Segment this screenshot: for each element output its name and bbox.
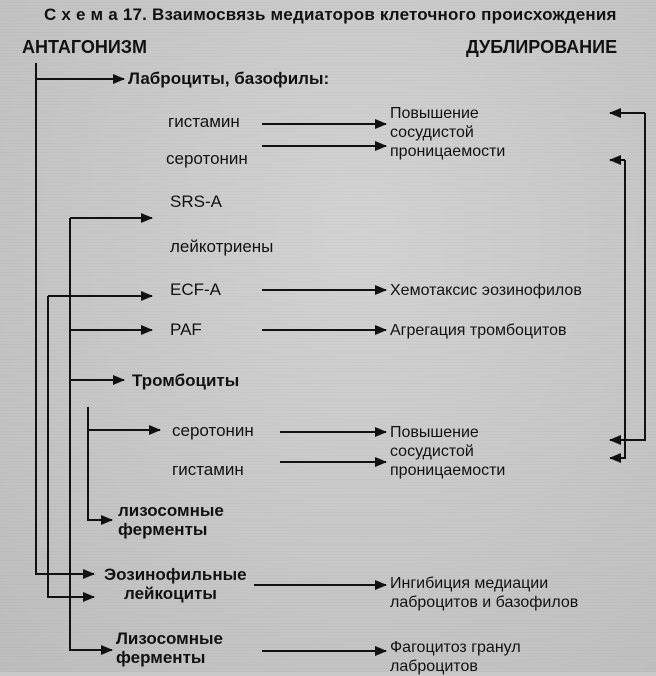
header-duplication: ДУБЛИРОВАНИЕ (466, 37, 618, 57)
line-to-serotonin2 (87, 407, 113, 525)
group-lysosomal-enzymes: Лизосомные ферменты (116, 629, 223, 667)
group-eosinophils: Эозинофильные лейкоциты (104, 565, 247, 603)
group-platelets: Тромбоциты (132, 371, 240, 390)
mediator-srsa: SRS-A (170, 192, 222, 211)
mediator-serotonin-platelets: серотонин (172, 421, 254, 440)
effect-inhibition-mediation: Ингибиция медиации лаброцитов и базофило… (390, 575, 579, 611)
effect-platelet-aggregation: Агрегация тромбоцитов (390, 322, 567, 339)
effect-eosinophil-chemotaxis: Хемотаксис эозинофилов (390, 282, 582, 299)
group-mast-cells: Лаброциты, базофилы: (128, 69, 330, 88)
effect-phagocytosis: Фагоцитоз гранул лаброцитов (390, 639, 521, 675)
mediator-leukotrienes: лейкотриены (170, 237, 274, 256)
mediator-histamine-platelets: гистамин (172, 460, 244, 479)
mediator-paf: PAF (170, 320, 202, 339)
line-antagonism-outer (35, 63, 95, 579)
mediator-lysosomal-enzymes: лизосомные ферменты (118, 501, 224, 539)
mediator-serotonin: серотонин (166, 149, 248, 168)
header-antagonism: АНТАГОНИЗМ (22, 37, 148, 57)
line-dup-mid (609, 160, 626, 463)
mediator-ecfa: ECF-A (170, 280, 221, 299)
line-duplication-top (609, 113, 646, 445)
effect-vascular-permeability-2: Повышение сосудистой проницаемости (390, 424, 506, 479)
scheme-title: С х е м а 17. Взаимосвязь медиаторов кле… (44, 5, 617, 24)
line-ecfa-outer (47, 296, 95, 602)
mediator-histamine: гистамин (168, 112, 240, 131)
effect-vascular-permeability: Повышение сосудистой проницаемости (390, 105, 506, 160)
line-antagonism-inner (69, 218, 113, 655)
